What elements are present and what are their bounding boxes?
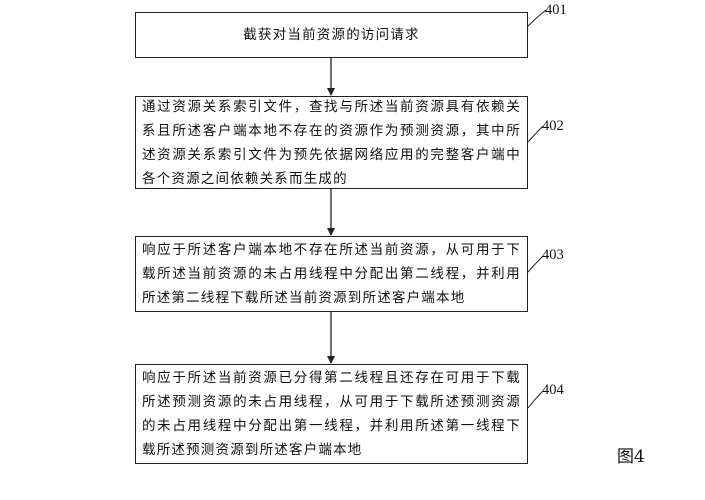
leader-404 <box>527 390 544 409</box>
leader-403 <box>527 255 544 273</box>
step-text-402: 通过资源关系索引文件，查找与所述当前资源具有依赖关系且所述客户端本地不存在的资源… <box>142 98 521 187</box>
step-number-403: 403 <box>542 247 564 263</box>
leader-402 <box>527 125 544 143</box>
step-text-404: 响应于所述当前资源已分得第二线程且还存在可用于下载所述预测资源的未占用线程，从可… <box>142 370 521 458</box>
figure-label: 图4 <box>617 447 645 467</box>
step-number-402: 402 <box>542 118 564 134</box>
step-text-401: 截获对当前资源的访问请求 <box>243 27 420 43</box>
leader-401 <box>527 9 547 27</box>
step-text-403: 响应于所述客户端本地不存在所述当前资源，从可用于下载所述当前资源的未占用线程中分… <box>142 242 521 306</box>
step-number-404: 404 <box>542 382 564 398</box>
step-number-401: 401 <box>545 2 567 18</box>
step-box-401: 截获对当前资源的访问请求 <box>135 12 528 58</box>
step-box-404: 响应于所述当前资源已分得第二线程且还存在可用于下载所述预测资源的未占用线程，从可… <box>135 364 528 464</box>
step-box-403: 响应于所述客户端本地不存在所述当前资源，从可用于下载所述当前资源的未占用线程中分… <box>135 236 528 312</box>
step-box-402: 通过资源关系索引文件，查找与所述当前资源具有依赖关系且所述客户端本地不存在的资源… <box>135 96 528 189</box>
